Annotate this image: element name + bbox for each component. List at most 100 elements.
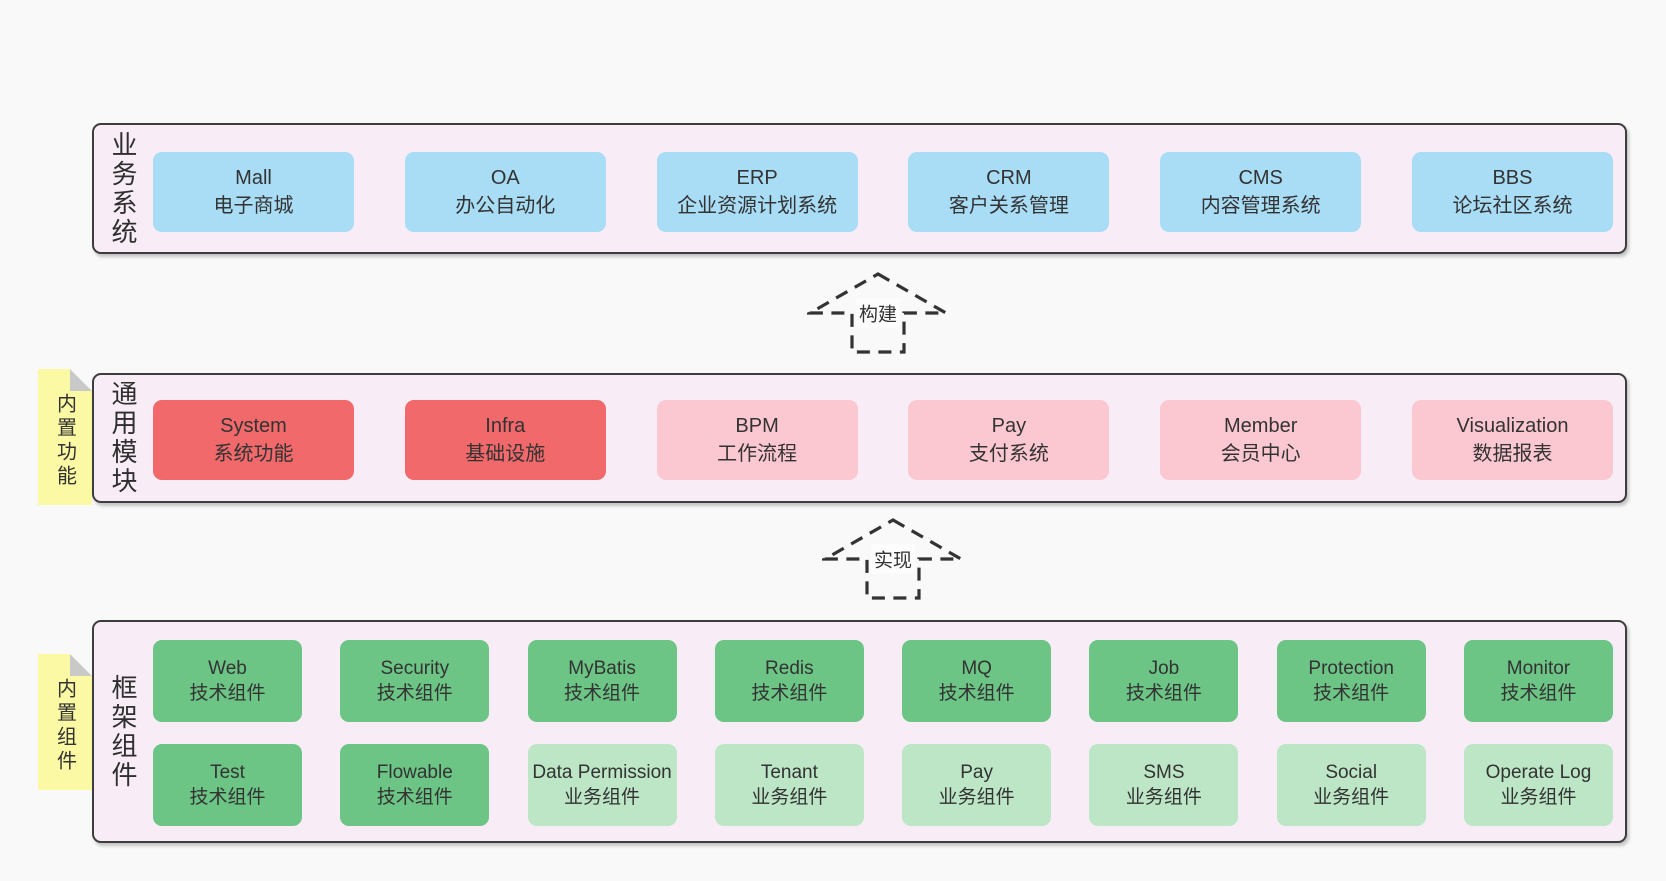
box-subtitle: 电子商城 bbox=[213, 195, 294, 217]
box-subtitle: 业务组件 bbox=[1500, 787, 1577, 808]
box-subtitle: 数据报表 bbox=[1472, 443, 1553, 465]
modules-boxes-row: System 系统功能 Infra 基础设施 BPM 工作流程 Pay 支付系统… bbox=[153, 400, 1613, 480]
box-subtitle: 业务组件 bbox=[1313, 787, 1390, 808]
box-job: Job 技术组件 bbox=[1089, 640, 1239, 722]
box-protection: Protection 技术组件 bbox=[1276, 640, 1426, 722]
box-security: Security 技术组件 bbox=[340, 640, 490, 722]
box-test: Test 技术组件 bbox=[153, 744, 302, 826]
box-subtitle: 支付系统 bbox=[968, 443, 1049, 465]
box-title: Mall bbox=[235, 166, 272, 189]
framework-components-label: 框架组件 bbox=[108, 673, 138, 790]
box-system: System 系统功能 bbox=[153, 400, 354, 480]
box-subtitle: 办公自动化 bbox=[455, 195, 556, 217]
box-title: CMS bbox=[1238, 166, 1283, 189]
framework-row-2: Test 技术组件 Flowable 技术组件 Data Permission … bbox=[153, 744, 1613, 826]
box-title: MyBatis bbox=[568, 657, 636, 679]
box-subtitle: 业务组件 bbox=[564, 787, 641, 808]
box-monitor: Monitor 技术组件 bbox=[1463, 640, 1613, 722]
box-title: SMS bbox=[1143, 761, 1185, 783]
box-crm: CRM 客户关系管理 bbox=[908, 152, 1110, 232]
box-subtitle: 业务组件 bbox=[938, 787, 1015, 808]
box-infra: Infra 基础设施 bbox=[404, 400, 606, 480]
framework-row-1: Web 技术组件 Security 技术组件 MyBatis 技术组件 Redi… bbox=[153, 640, 1613, 722]
box-pay: Pay 支付系统 bbox=[908, 400, 1110, 480]
box-title: Infra bbox=[485, 414, 526, 437]
box-title: Job bbox=[1148, 657, 1180, 679]
box-subtitle: 技术组件 bbox=[564, 683, 641, 704]
box-web: Web 技术组件 bbox=[153, 640, 302, 722]
box-title: System bbox=[220, 414, 287, 437]
builtin-features-note: 内置功能 bbox=[38, 369, 92, 505]
note-fold-icon bbox=[70, 369, 92, 391]
box-subtitle: 技术组件 bbox=[751, 683, 828, 704]
box-subtitle: 技术组件 bbox=[189, 787, 266, 808]
builtin-features-note-text: 内置功能 bbox=[53, 392, 76, 489]
box-title: CRM bbox=[986, 166, 1032, 189]
box-title: ERP bbox=[736, 166, 778, 189]
build-arrow: 构建 bbox=[807, 271, 949, 355]
box-title: Data Permission bbox=[532, 761, 672, 783]
box-title: Security bbox=[380, 657, 450, 679]
box-bpm: BPM 工作流程 bbox=[656, 400, 858, 480]
box-title: Protection bbox=[1308, 657, 1394, 679]
box-title: Pay bbox=[991, 414, 1027, 437]
box-subtitle: 技术组件 bbox=[189, 683, 266, 704]
box-subtitle: 业务组件 bbox=[1125, 787, 1202, 808]
box-title: Tenant bbox=[760, 761, 818, 783]
box-oa: OA 办公自动化 bbox=[404, 152, 606, 232]
box-title: Visualization bbox=[1456, 414, 1569, 437]
box-subtitle: 技术组件 bbox=[376, 787, 453, 808]
box-subtitle: 技术组件 bbox=[938, 683, 1015, 704]
box-subtitle: 技术组件 bbox=[1500, 683, 1577, 704]
box-subtitle: 技术组件 bbox=[376, 683, 453, 704]
box-title: Flowable bbox=[376, 761, 453, 783]
box-sms: SMS 业务组件 bbox=[1089, 744, 1239, 826]
box-subtitle: 内容管理系统 bbox=[1200, 195, 1321, 217]
box-subtitle: 工作流程 bbox=[717, 443, 798, 465]
common-modules-label: 通用模块 bbox=[108, 380, 138, 496]
box-mq: MQ 技术组件 bbox=[902, 640, 1052, 722]
box-member: Member 会员中心 bbox=[1160, 400, 1362, 480]
box-title: Monitor bbox=[1506, 657, 1571, 679]
box-title: Member bbox=[1224, 414, 1298, 437]
box-subtitle: 技术组件 bbox=[1313, 683, 1390, 704]
box-title: Test bbox=[210, 761, 245, 783]
box-redis: Redis 技术组件 bbox=[714, 640, 864, 722]
box-mybatis: MyBatis 技术组件 bbox=[527, 640, 677, 722]
box-erp: ERP 企业资源计划系统 bbox=[656, 152, 858, 232]
box-cms: CMS 内容管理系统 bbox=[1160, 152, 1362, 232]
box-title: Redis bbox=[765, 657, 814, 679]
box-subtitle: 基础设施 bbox=[465, 443, 546, 465]
business-systems-panel: 业务系统 Mall 电子商城 OA 办公自动化 ERP 企业资源计划系统 CRM… bbox=[92, 123, 1627, 254]
box-title: OA bbox=[490, 166, 520, 189]
box-title: Pay bbox=[960, 761, 993, 783]
box-subtitle: 技术组件 bbox=[1125, 683, 1202, 704]
box-title: BBS bbox=[1492, 166, 1533, 189]
box-social: Social 业务组件 bbox=[1276, 744, 1426, 826]
common-modules-panel: 通用模块 System 系统功能 Infra 基础设施 BPM 工作流程 Pay… bbox=[92, 373, 1627, 503]
box-title: Web bbox=[208, 657, 247, 679]
box-subtitle: 会员中心 bbox=[1220, 443, 1301, 465]
build-arrow-label: 构建 bbox=[855, 298, 901, 328]
implement-arrow-label: 实现 bbox=[870, 544, 916, 574]
box-subtitle: 客户关系管理 bbox=[948, 195, 1069, 217]
box-subtitle: 企业资源计划系统 bbox=[677, 195, 838, 217]
box-visualization: Visualization 数据报表 bbox=[1411, 400, 1613, 480]
box-title: BPM bbox=[735, 414, 779, 437]
business-boxes-row: Mall 电子商城 OA 办公自动化 ERP 企业资源计划系统 CRM 客户关系… bbox=[153, 152, 1613, 232]
box-title: Social bbox=[1325, 761, 1378, 783]
box-pay-biz: Pay 业务组件 bbox=[902, 744, 1052, 826]
box-subtitle: 论坛社区系统 bbox=[1452, 195, 1573, 217]
builtin-components-note: 内置组件 bbox=[38, 654, 92, 790]
box-subtitle: 业务组件 bbox=[751, 787, 828, 808]
box-subtitle: 系统功能 bbox=[213, 443, 294, 465]
box-title: MQ bbox=[961, 657, 992, 679]
box-operate-log: Operate Log 业务组件 bbox=[1463, 744, 1613, 826]
implement-arrow: 实现 bbox=[822, 517, 964, 601]
box-bbs: BBS 论坛社区系统 bbox=[1411, 152, 1613, 232]
business-systems-label: 业务系统 bbox=[108, 130, 138, 247]
box-data-permission: Data Permission 业务组件 bbox=[527, 744, 677, 826]
box-mall: Mall 电子商城 bbox=[153, 152, 354, 232]
framework-components-panel: 框架组件 Web 技术组件 Security 技术组件 MyBatis 技术组件… bbox=[92, 620, 1627, 843]
builtin-components-note-text: 内置组件 bbox=[53, 677, 76, 774]
